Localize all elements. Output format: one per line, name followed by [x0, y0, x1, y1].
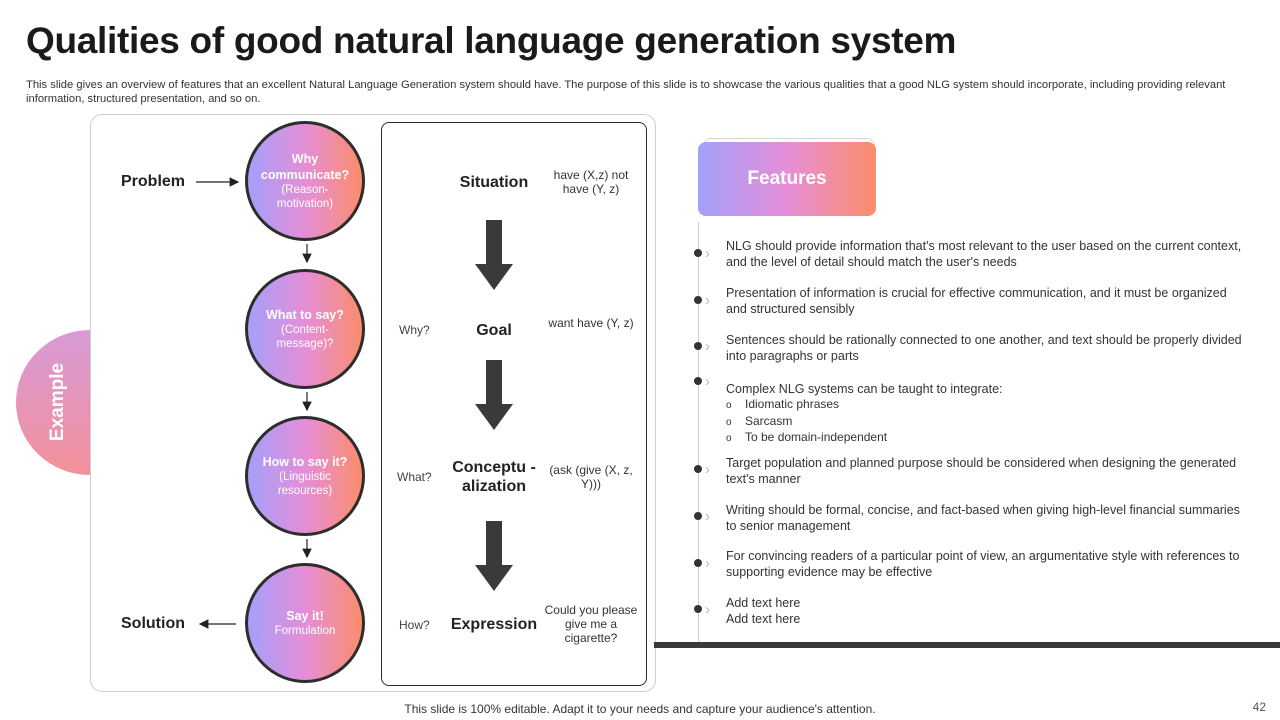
bottom-bar [654, 642, 1280, 648]
down-arrow-3 [475, 521, 513, 591]
chevron-right-icon: › [705, 508, 710, 525]
features-heading: Features [698, 142, 876, 216]
bullet-dot [694, 512, 702, 520]
down-arrow-1 [475, 220, 513, 290]
down-arrow-2 [475, 360, 513, 430]
feature-item: Target population and planned purpose sh… [726, 456, 1237, 486]
chevron-right-icon: › [705, 373, 710, 390]
stage-note-goal: want have (Y, z) [548, 316, 634, 330]
feature-item-integrate: Complex NLG systems can be taught to int… [726, 381, 1246, 447]
stage-note-situation: have (X,z) not have (Y, z) [553, 168, 629, 196]
stage-situation: Situation [459, 174, 529, 191]
problem-label: Problem [121, 173, 186, 190]
circle-subtitle: (Linguistic resources) [277, 471, 333, 497]
bullet-dot [694, 296, 702, 304]
circle-how-to-say: How to say it? (Linguistic resources) [245, 416, 365, 536]
bullet-dot [694, 342, 702, 350]
page-number: 42 [1252, 700, 1266, 714]
stage-conceptualization: Conceptu - alization [452, 459, 536, 495]
feature-item: Writing should be formal, concise, and f… [726, 503, 1240, 533]
stage-goal: Goal [476, 322, 512, 339]
solution-label: Solution [121, 615, 185, 632]
stage-question-what: What? [397, 470, 432, 484]
bullet-dot [694, 559, 702, 567]
sublist-item: Sarcasm [726, 414, 1246, 431]
chevron-right-icon: › [705, 245, 710, 262]
feature-item-placeholder: Add text here Add text here [726, 596, 801, 626]
chevron-right-icon: › [705, 601, 710, 618]
feature-item: NLG should provide information that's mo… [726, 239, 1242, 269]
chevron-right-icon: › [705, 461, 710, 478]
chevron-right-icon: › [705, 292, 710, 309]
chevron-right-icon: › [705, 555, 710, 572]
sublist-item: Idiomatic phrases [726, 397, 1246, 414]
sublist-item: To be domain-independent [726, 430, 1246, 447]
bullet-dot [694, 249, 702, 257]
feature-sublist: Idiomatic phrases Sarcasm To be domain-i… [726, 397, 1246, 447]
feature-item: Sentences should be rationally connected… [726, 333, 1242, 363]
circle-what-to-say: What to say? (Content-message)? [245, 269, 365, 389]
circle-subtitle: (Content-message)? [276, 324, 334, 350]
footer-note: This slide is 100% editable. Adapt it to… [404, 702, 876, 716]
bullet-dot [694, 465, 702, 473]
chevron-right-icon: › [705, 338, 710, 355]
stage-note-conceptualization: (ask (give (X, z, Y))) [549, 463, 633, 491]
bullet-dot [694, 377, 702, 385]
circle-title: What to say? [266, 308, 344, 322]
slide-subtitle: This slide gives an overview of features… [26, 79, 1226, 105]
feature-item-text: Complex NLG systems can be taught to int… [726, 382, 1003, 396]
stage-note-expression: Could you please give me a cigarette? [544, 603, 638, 645]
circle-subtitle: (Reason-motivation) [276, 184, 334, 210]
stages-panel [381, 122, 647, 686]
feature-item: For convincing readers of a particular p… [726, 549, 1240, 579]
circle-title: Why communicate? [260, 152, 350, 182]
stage-question-why: Why? [399, 323, 430, 337]
circle-title: Say it! [286, 609, 324, 623]
stage-question-how: How? [399, 618, 430, 632]
feature-item: Presentation of information is crucial f… [726, 286, 1227, 316]
circle-subtitle: Formulation [274, 625, 336, 637]
stage-expression: Expression [450, 616, 538, 633]
timeline-line [698, 222, 699, 642]
circle-title: How to say it? [262, 455, 348, 469]
bullet-dot [694, 605, 702, 613]
circle-why-communicate: Why communicate? (Reason-motivation) [245, 121, 365, 241]
slide-title: Qualities of good natural language gener… [26, 20, 957, 61]
circle-say-it: Say it! Formulation [245, 563, 365, 683]
